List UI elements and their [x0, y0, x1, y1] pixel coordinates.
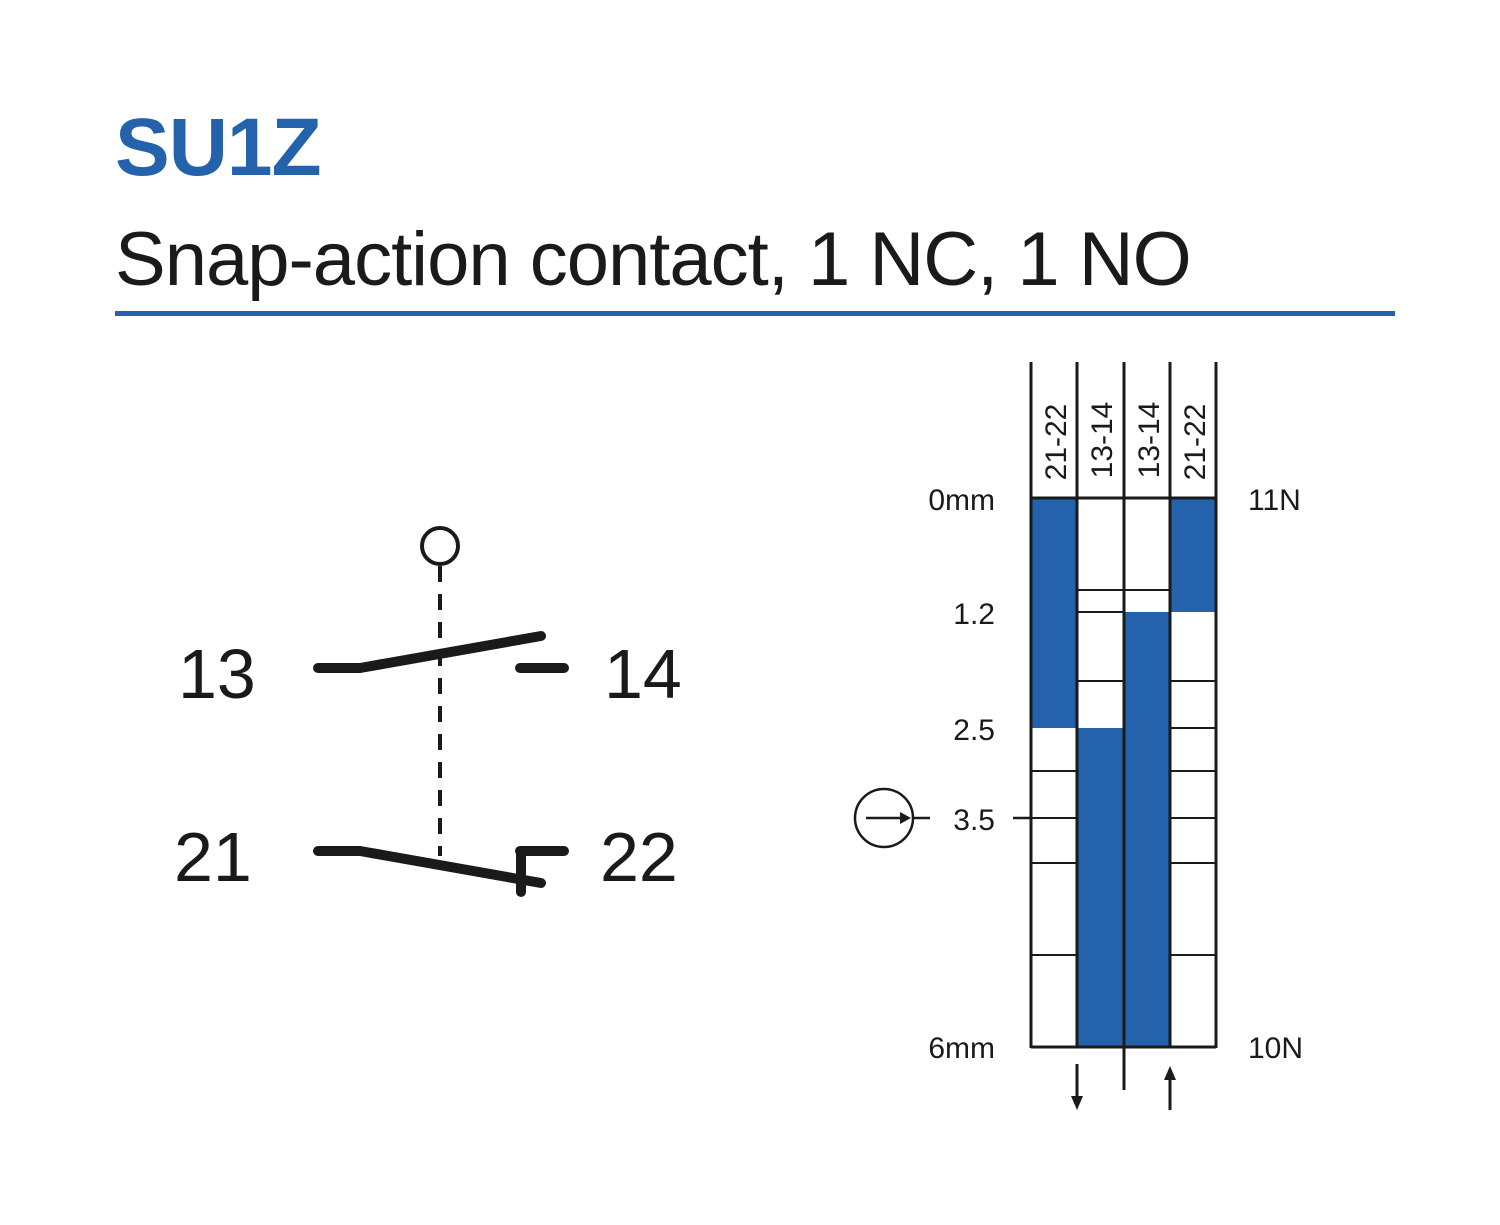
actuator-circle — [420, 526, 460, 566]
terminal-label-22: 22 — [600, 818, 678, 896]
column-header-2: 13-14 — [1086, 402, 1119, 479]
column-header-4: 21-22 — [1179, 404, 1212, 481]
travel-label-end: 6mm — [928, 1032, 995, 1065]
travel-label-3-5: 3.5 — [953, 804, 995, 837]
grid-col-4 — [1170, 680, 1216, 956]
closed-range-13-14-down — [1077, 728, 1124, 1046]
positive-opening-icon — [853, 787, 930, 849]
column-header-3: 13-14 — [1133, 402, 1166, 479]
grid-col-1 — [1031, 770, 1077, 956]
nc-contact-blade — [355, 846, 546, 888]
travel-diagram: 21-22 13-14 13-14 21-22 0mm 1.2 2.5 3.5 … — [853, 362, 1303, 1110]
travel-label-start: 0mm — [928, 484, 995, 517]
travel-label-2-5: 2.5 — [953, 714, 995, 747]
arrow-up-icon — [1164, 1066, 1176, 1110]
column-header-1: 21-22 — [1040, 404, 1073, 481]
product-subtitle: Snap-action contact, 1 NC, 1 NO — [115, 217, 1192, 302]
closed-range-21-22-up — [1170, 498, 1216, 612]
force-label-start: 11N — [1248, 484, 1301, 517]
force-label-end: 10N — [1248, 1032, 1303, 1065]
terminal-label-14: 14 — [604, 635, 682, 713]
closed-range-13-14-up — [1124, 612, 1170, 1046]
no-contact-blade — [355, 631, 546, 673]
travel-label-1-2: 1.2 — [953, 598, 995, 631]
grid-col-2 — [1077, 589, 1124, 682]
header-divider — [115, 311, 1395, 316]
product-title: SU1Z — [115, 102, 322, 193]
closed-range-21-22-down — [1031, 498, 1077, 728]
contact-schematic: 13 14 21 22 — [174, 526, 682, 897]
arrow-down-icon — [1071, 1064, 1083, 1110]
column-dividers — [1029, 362, 1218, 1048]
terminal-label-13: 13 — [178, 635, 256, 713]
terminal-label-21: 21 — [174, 818, 252, 896]
